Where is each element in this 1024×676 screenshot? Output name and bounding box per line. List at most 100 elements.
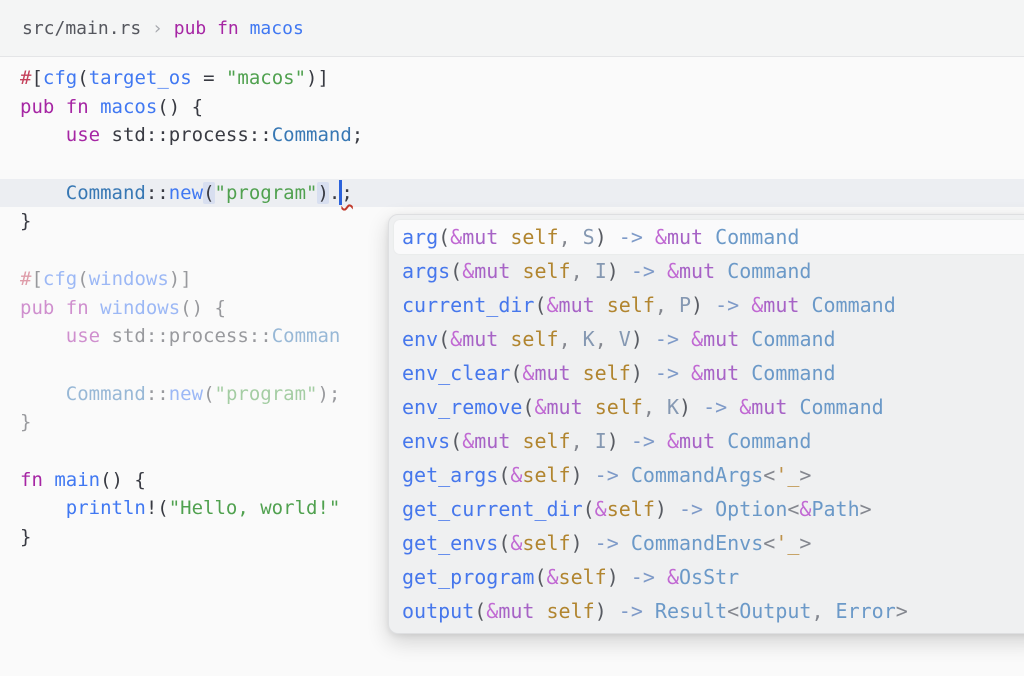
code-token: , bbox=[558, 225, 583, 249]
code-token: I bbox=[594, 429, 607, 453]
code-token: ); bbox=[317, 382, 341, 405]
code-line[interactable]: } bbox=[0, 523, 1024, 552]
code-token: ( bbox=[438, 225, 451, 249]
code-token: ( bbox=[534, 565, 547, 589]
code-token: › bbox=[141, 17, 174, 39]
completion-item[interactable]: envs(&mut self, I) -> &mut Command bbox=[394, 424, 1024, 458]
code-token: :: bbox=[145, 382, 169, 405]
code-token: mut bbox=[558, 293, 607, 317]
code-line[interactable]: use std::process::Comman bbox=[0, 322, 1024, 351]
code-token: , bbox=[654, 293, 679, 317]
code-token: new bbox=[168, 382, 204, 405]
completion-item[interactable]: env(&mut self, K, V) -> &mut Command bbox=[394, 322, 1024, 356]
code-token: ) bbox=[630, 361, 643, 385]
code-token: > bbox=[859, 497, 872, 521]
code-token: () { bbox=[100, 468, 146, 491]
code-token: ) bbox=[606, 259, 619, 283]
code-token: () { bbox=[180, 296, 226, 319]
code-line[interactable]: fn main() { bbox=[0, 466, 1024, 495]
editor-pane[interactable]: #[cfg(target_os = "macos")]pub fn macos(… bbox=[0, 58, 1024, 676]
code-token bbox=[20, 383, 66, 405]
completion-item[interactable]: arg(&mut self, S) -> &mut Command bbox=[394, 220, 1024, 254]
code-token: & bbox=[666, 259, 680, 283]
code-line[interactable]: println!("Hello, world!" bbox=[0, 494, 1024, 523]
code-token: '_ bbox=[775, 531, 800, 555]
code-token: # bbox=[20, 267, 32, 290]
code-token: "macos" bbox=[225, 67, 307, 89]
code-token: mut bbox=[751, 395, 800, 419]
code-token: cfg bbox=[42, 67, 78, 89]
code-token: mut bbox=[474, 259, 523, 283]
code-token: P bbox=[678, 293, 692, 317]
code-token: & bbox=[486, 599, 499, 623]
code-token: mut bbox=[703, 361, 752, 385]
code-line[interactable]: #[cfg(windows)] bbox=[0, 265, 1024, 294]
completion-item[interactable]: output(&mut self) -> Result<Output, Erro… bbox=[394, 594, 1024, 628]
code-token: Command bbox=[751, 327, 836, 351]
code-token: -> bbox=[642, 327, 692, 351]
code-token: use bbox=[65, 124, 112, 147]
code-line[interactable]: use std::process::Command; bbox=[0, 121, 1024, 150]
code-token: I bbox=[594, 259, 607, 283]
code-line[interactable]: pub fn macos() { bbox=[0, 93, 1024, 122]
code-token: } bbox=[20, 411, 32, 434]
code-token: get_program bbox=[402, 565, 535, 589]
code-token: get_current_dir bbox=[402, 497, 583, 521]
code-token: current_dir bbox=[402, 293, 535, 317]
code-line[interactable]: } bbox=[0, 207, 1024, 236]
code-token: -> bbox=[703, 293, 752, 317]
completion-item[interactable]: env_clear(&mut self) -> &mut Command bbox=[394, 356, 1024, 390]
code-token: CommandArgs bbox=[630, 463, 764, 487]
code-line[interactable]: Command::new("program"); bbox=[0, 380, 1024, 409]
code-token: "program" bbox=[214, 181, 318, 204]
code-token: ( bbox=[203, 382, 215, 405]
code-token: Command bbox=[727, 259, 812, 283]
code-token: '_ bbox=[775, 463, 800, 487]
code-token: windows bbox=[88, 267, 169, 290]
code-token: self bbox=[558, 565, 607, 589]
code-token: & bbox=[534, 395, 547, 419]
code-token: Comman bbox=[271, 325, 341, 348]
code-token: ) bbox=[570, 463, 583, 487]
code-token: env_remove bbox=[402, 395, 523, 419]
code-token: -> bbox=[582, 463, 631, 487]
code-token: K bbox=[582, 327, 595, 351]
completion-item[interactable]: get_program(&self) -> &OsStr bbox=[394, 560, 1024, 594]
code-token: -> bbox=[618, 259, 667, 283]
completion-item[interactable]: get_envs(&self) -> CommandEnvs<'_> bbox=[394, 526, 1024, 560]
code-token: mut bbox=[462, 225, 511, 249]
completion-item[interactable]: current_dir(&mut self, P) -> &mut Comman… bbox=[394, 288, 1024, 322]
code-token bbox=[20, 124, 66, 146]
breadcrumb[interactable]: src/main.rs › pub fn macos bbox=[0, 0, 1024, 57]
code-token: mut bbox=[498, 599, 547, 623]
code-token: macos bbox=[249, 17, 304, 39]
code-token: Option bbox=[715, 497, 788, 521]
code-token: std::process:: bbox=[111, 124, 272, 147]
code-token: Error bbox=[835, 599, 896, 623]
code-token: pub fn bbox=[20, 296, 101, 319]
completion-item[interactable]: args(&mut self, I) -> &mut Command bbox=[394, 254, 1024, 288]
code-line[interactable]: pub fn windows() { bbox=[0, 294, 1024, 323]
code-line-current[interactable]: Command::new("program").; bbox=[0, 178, 1024, 208]
code-token: > bbox=[799, 463, 812, 487]
code-token: Result bbox=[654, 599, 728, 623]
code-token: self bbox=[522, 531, 571, 555]
code-token: , bbox=[594, 327, 619, 351]
code-line[interactable] bbox=[0, 150, 1024, 179]
completion-item[interactable]: get_current_dir(&self) -> Option<&Path> bbox=[394, 492, 1024, 526]
code-token: = bbox=[191, 67, 226, 89]
completion-item[interactable]: get_args(&self) -> CommandArgs<'_> bbox=[394, 458, 1024, 492]
completion-item[interactable]: env_remove(&mut self, K) -> &mut Command bbox=[394, 390, 1024, 424]
code-token: )] bbox=[168, 267, 192, 290]
code-token: ( bbox=[498, 463, 511, 487]
code-token: mut bbox=[546, 395, 595, 419]
code-token: ) bbox=[570, 531, 583, 555]
code-token: mut bbox=[666, 225, 716, 249]
code-line[interactable]: } bbox=[0, 408, 1024, 437]
code-token: ( bbox=[77, 267, 89, 290]
code-token: ( bbox=[438, 327, 451, 351]
code-token: } bbox=[20, 210, 32, 233]
code-token: self bbox=[606, 293, 655, 317]
code-line[interactable]: #[cfg(target_os = "macos")] bbox=[0, 64, 1024, 93]
